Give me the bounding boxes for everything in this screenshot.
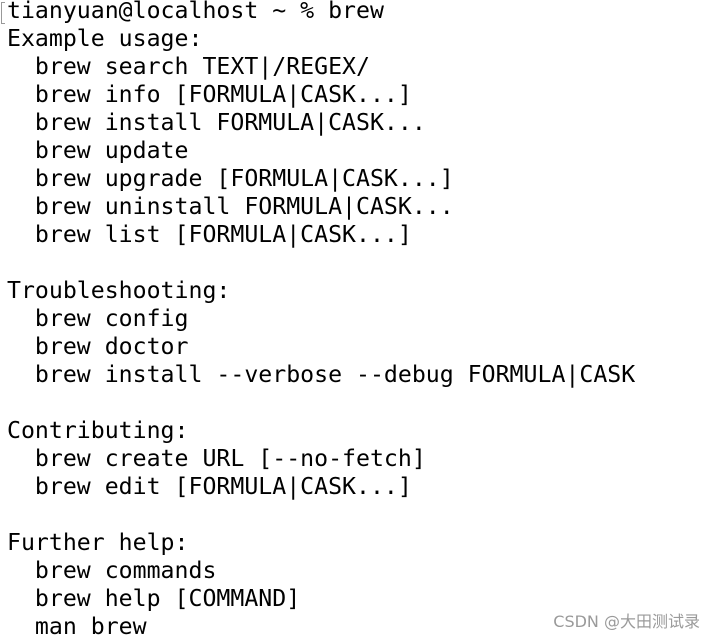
terminal-line — [7, 501, 635, 529]
terminal-line: Troubleshooting: — [7, 277, 231, 304]
prompt-line: tianyuan@localhost ~ % brew — [7, 0, 384, 24]
watermark: CSDN @大田测试录 — [553, 612, 700, 631]
terminal-line: brew install FORMULA|CASK... — [7, 109, 426, 136]
terminal-line: brew install --verbose --debug FORMULA|C… — [7, 361, 636, 388]
terminal-line — [7, 389, 635, 417]
terminal-line: Further help: — [7, 529, 189, 556]
terminal-line: brew uninstall FORMULA|CASK... — [7, 193, 454, 220]
cursor-marker — [1, 2, 5, 24]
terminal-line: brew search TEXT|/REGEX/ — [7, 53, 370, 80]
terminal-line: man brew — [7, 613, 147, 640]
terminal-line: brew upgrade [FORMULA|CASK...] — [7, 165, 454, 192]
terminal-line: Contributing: — [7, 417, 189, 444]
terminal-line: brew create URL [--no-fetch] — [7, 445, 426, 472]
terminal-line: brew info [FORMULA|CASK...] — [7, 81, 412, 108]
terminal-line: brew commands — [7, 557, 217, 584]
terminal-line: Example usage: — [7, 25, 203, 52]
terminal-line: brew doctor — [7, 333, 189, 360]
terminal-line: brew edit [FORMULA|CASK...] — [7, 473, 412, 500]
terminal-line: brew update — [7, 137, 189, 164]
terminal-line: brew help [COMMAND] — [7, 585, 301, 612]
terminal-line: brew list [FORMULA|CASK...] — [7, 221, 412, 248]
terminal-line — [7, 249, 635, 277]
terminal-line: brew config — [7, 305, 189, 332]
